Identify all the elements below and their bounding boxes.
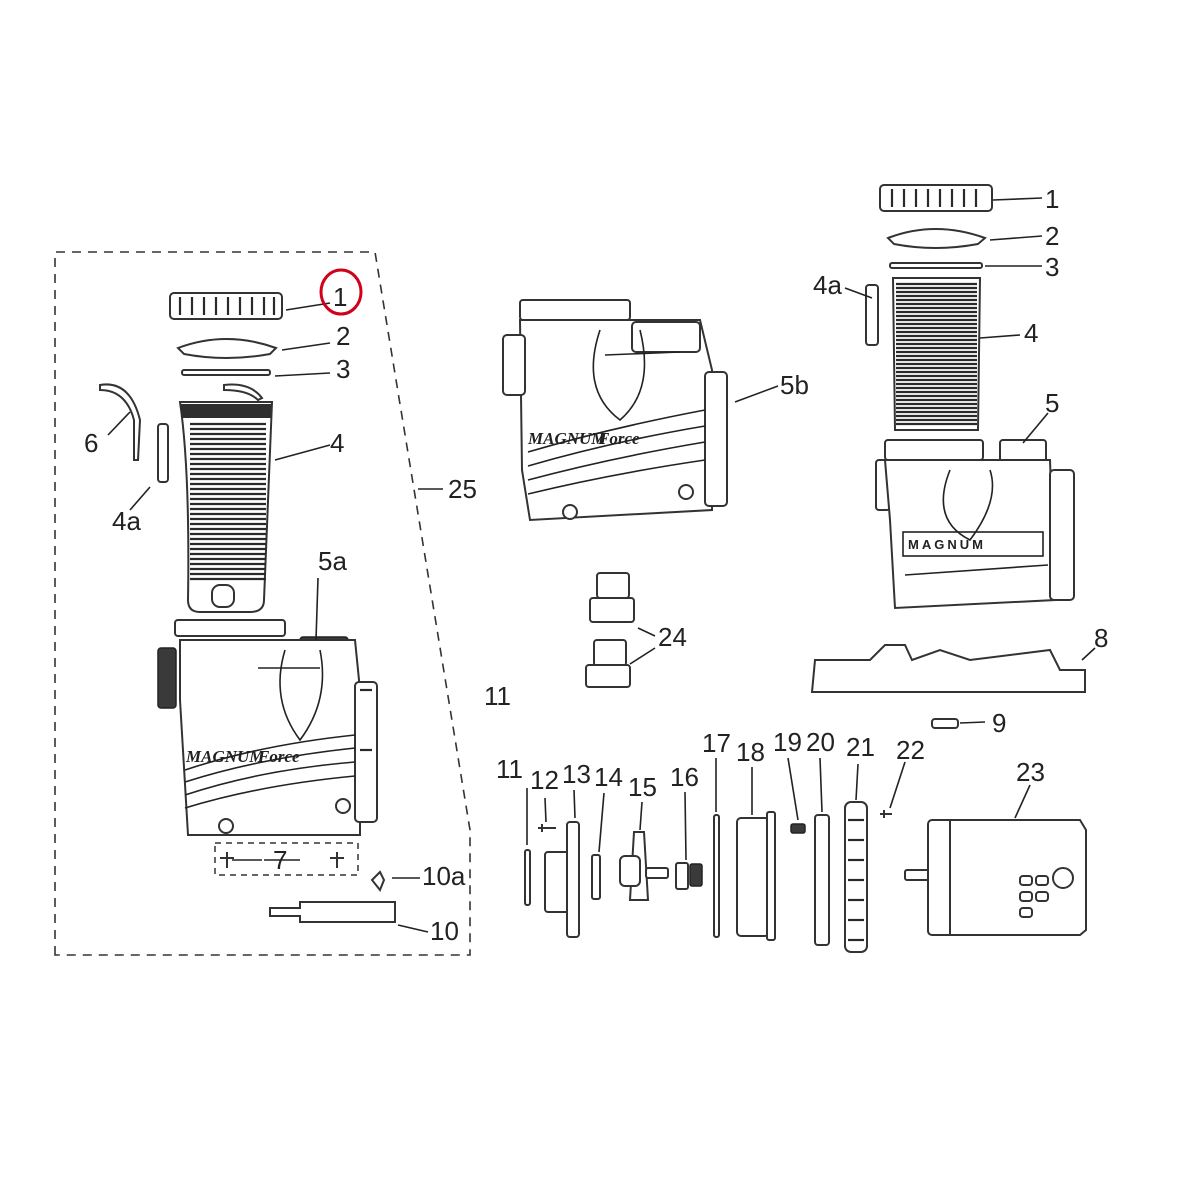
callout-4-left: 4 — [330, 428, 344, 458]
callout-9: 9 — [992, 708, 1006, 738]
callout-25: 25 — [448, 474, 477, 504]
right-lid — [886, 228, 987, 249]
callout-20: 20 — [806, 727, 835, 757]
callout-2-left: 2 — [336, 321, 350, 351]
callout-4-right: 4 — [1024, 318, 1038, 348]
part-19-bolt — [790, 823, 806, 834]
part-11-oring — [524, 849, 531, 906]
callout-22: 22 — [896, 735, 925, 765]
part-10 — [269, 901, 396, 923]
left-o-ring — [181, 369, 271, 376]
center-housing-brand-sub: Force — [597, 429, 640, 448]
callout-19: 19 — [773, 727, 802, 757]
right-basket — [891, 277, 982, 431]
left-lid — [176, 338, 278, 359]
center-housing-brand: MAGNUM — [527, 429, 607, 448]
callout-8: 8 — [1094, 623, 1108, 653]
part-9 — [931, 718, 959, 729]
kit-25-boundary — [54, 251, 471, 956]
callout-5b: 5b — [780, 370, 809, 400]
callout-4a-right: 4a — [813, 270, 842, 300]
callout-2-right: 2 — [1045, 221, 1059, 251]
left-tab-6b — [223, 383, 264, 402]
left-tab-6 — [99, 383, 142, 461]
callout-7: 7 — [273, 845, 287, 875]
callout-23: 23 — [1016, 757, 1045, 787]
callout-3-left: 3 — [336, 354, 350, 384]
left-drain-plugs-7 — [214, 842, 359, 876]
right-housing-brand: MAGNUM — [908, 537, 986, 552]
callout-3-right: 3 — [1045, 252, 1059, 282]
callout-4a-left: 4a — [112, 506, 141, 536]
callout-14: 14 — [594, 762, 623, 792]
callout-11: 11 — [496, 754, 523, 784]
callout-15: 15 — [628, 772, 657, 802]
callout-16: 16 — [670, 762, 699, 792]
union-fitting-top — [589, 572, 635, 623]
part-13-seal-plate — [544, 821, 580, 938]
right-housing: MAGNUM — [875, 439, 1075, 610]
left-housing: MAGNUM Force — [157, 619, 378, 836]
callout-18: 18 — [736, 737, 765, 767]
part-14-seal — [591, 854, 601, 900]
leader-lines — [107, 197, 1096, 933]
left-housing-brand: MAGNUM — [185, 747, 265, 766]
callout-12: 12 — [530, 765, 559, 795]
part-16-diffuser — [675, 862, 703, 890]
part-18-housing-seal — [736, 811, 776, 941]
part-20-plate — [814, 814, 830, 946]
callout-10: 10 — [430, 916, 459, 946]
left-lid-ring — [169, 292, 283, 320]
callout-5a: 5a — [318, 546, 347, 576]
part-12-screw — [538, 824, 556, 832]
callout-21: 21 — [846, 732, 875, 762]
part-21-clamp — [844, 801, 868, 953]
base-8 — [810, 644, 1086, 693]
right-clip-4a — [865, 284, 879, 346]
callout-11-top: 11 — [484, 681, 511, 711]
right-lid-ring — [879, 184, 993, 212]
callout-24: 24 — [658, 622, 687, 652]
callout-6: 6 — [84, 428, 98, 458]
callout-10a: 10a — [422, 861, 466, 891]
left-basket — [178, 401, 274, 613]
callout-13: 13 — [562, 759, 591, 789]
callout-17: 17 — [702, 728, 731, 758]
center-housing: MAGNUM Force — [502, 299, 728, 522]
highlight-circle — [319, 268, 363, 316]
right-o-ring — [889, 262, 983, 269]
callout-1-right: 1 — [1045, 184, 1059, 214]
left-clip-4a — [157, 423, 169, 483]
callout-5-right: 5 — [1045, 388, 1059, 418]
left-housing-brand-sub: Force — [257, 747, 300, 766]
part-23-motor — [904, 819, 1087, 936]
part-22-screw — [880, 810, 892, 818]
part-17-oring — [713, 814, 720, 938]
part-10a — [370, 870, 386, 892]
callout-1-left: 1 — [333, 282, 347, 312]
union-fitting-bottom — [585, 639, 631, 688]
part-15-impeller — [619, 831, 669, 901]
